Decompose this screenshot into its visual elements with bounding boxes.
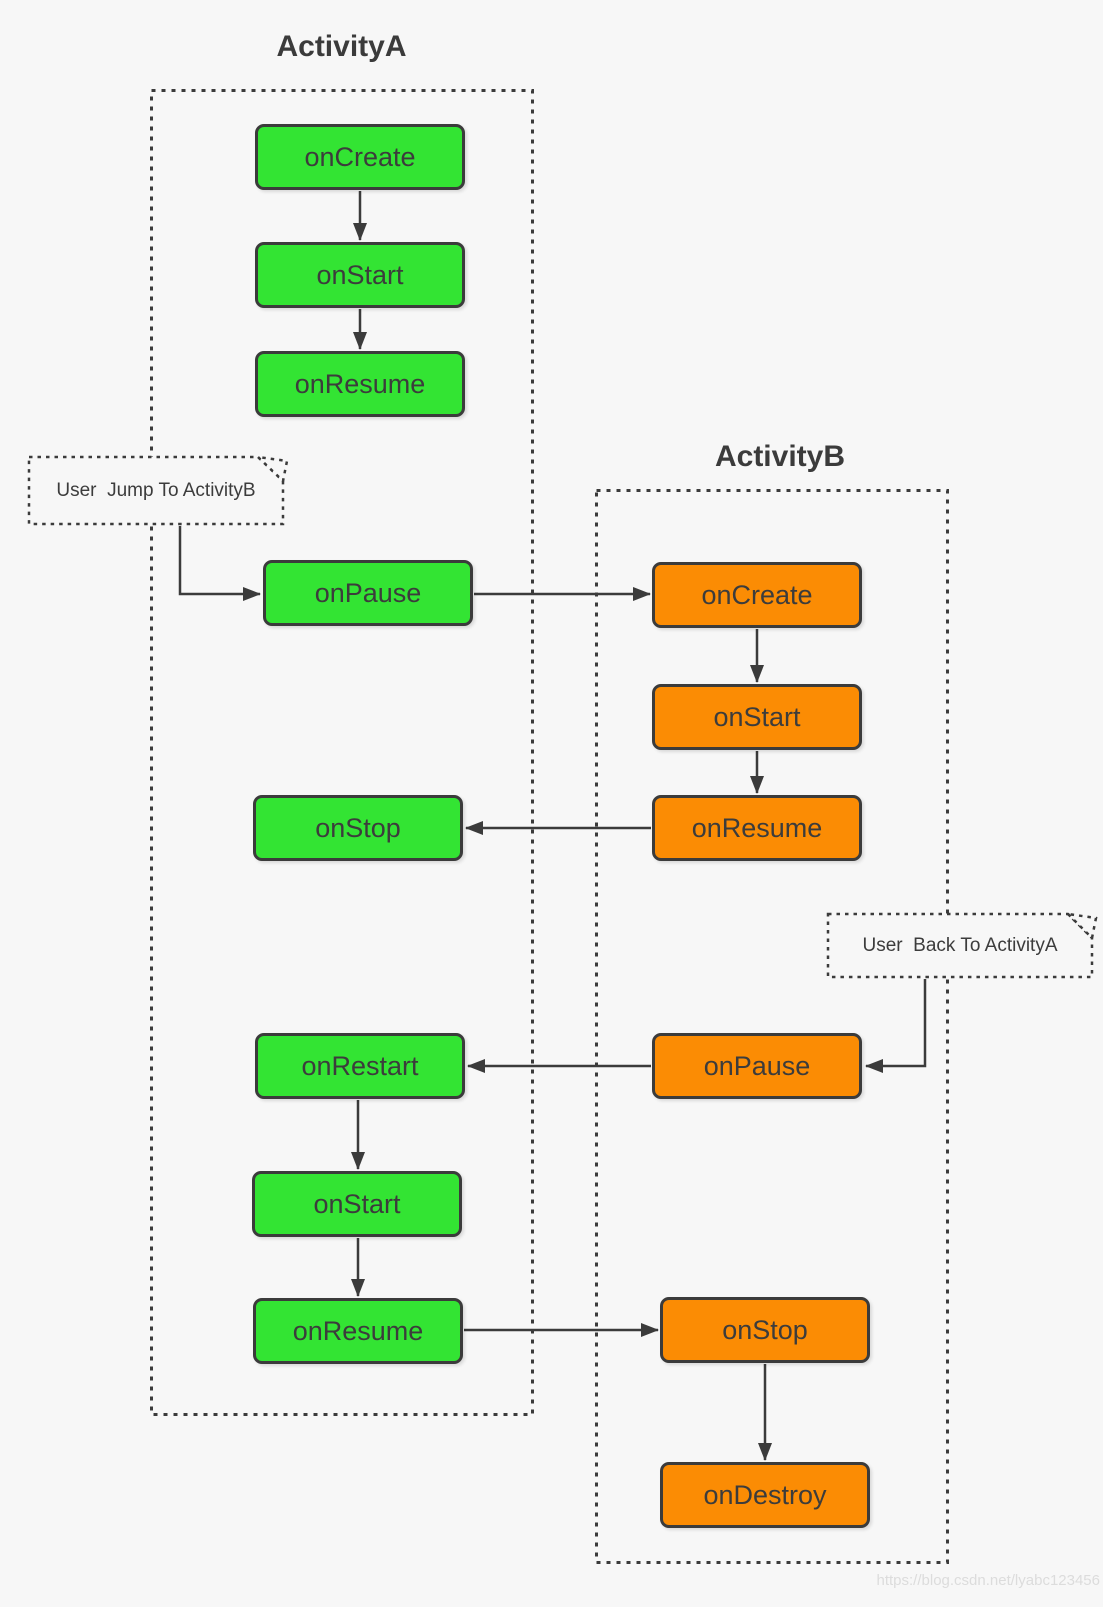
box-a-onrestart: onRestart [255,1033,465,1099]
activity-a-title: ActivityA [276,30,407,63]
box-a-onstart-2: onStart [252,1171,462,1237]
arrow-note-jump-to-a-onpause [178,526,261,601]
box-b-onpause: onPause [652,1033,862,1099]
box-a-onstop: onStop [253,795,463,861]
box-b-onstart: onStart [652,684,862,750]
note-back-label: User Back To ActivityA [862,935,1058,956]
box-a-onpause: onPause [263,560,473,626]
box-a-onresume-2: onResume [253,1298,463,1364]
arrow-note-back-to-b-onpause [865,979,927,1073]
box-b-onstop: onStop [660,1297,870,1363]
box-b-ondestroy: onDestroy [660,1462,870,1528]
note-jump-label: User Jump To ActivityB [56,480,256,501]
box-a-onresume: onResume [255,351,465,417]
box-a-onstart: onStart [255,242,465,308]
note-jump-shape [27,455,285,526]
note-back-fold-icon [1064,912,1098,941]
box-b-oncreate: onCreate [652,562,862,628]
activity-b-title: ActivityB [714,440,846,473]
box-a-oncreate: onCreate [255,124,465,190]
watermark-url: https://blog.csdn.net/lyabc123456 [876,1572,1101,1589]
activity-a-container [150,89,534,1416]
note-jump-fold-icon [254,455,289,484]
box-b-onresume: onResume [652,795,862,861]
activity-b-container [595,489,949,1564]
note-back-shape [826,912,1094,979]
